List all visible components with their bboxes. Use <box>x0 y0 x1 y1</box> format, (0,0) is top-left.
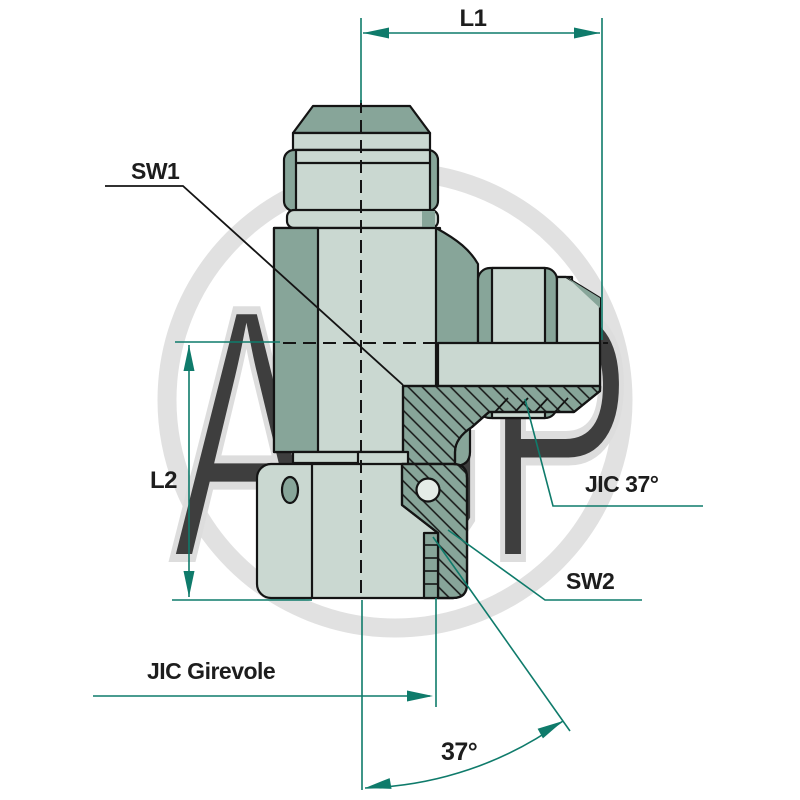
leader-sw1 <box>105 185 404 386</box>
washer-band <box>291 450 362 465</box>
label-angle-37: 37° <box>441 738 477 766</box>
label-jic-37: JIC 37° <box>585 471 659 497</box>
label-l1: L1 <box>459 5 486 32</box>
label-sw2: SW2 <box>566 568 614 594</box>
dim-jic-girevole <box>93 598 437 707</box>
arrowhead <box>537 721 563 739</box>
dimensions <box>93 18 703 790</box>
dim-angle-37 <box>361 536 571 790</box>
top-hex-face <box>294 148 432 213</box>
leader-jic37 <box>524 398 703 507</box>
dim-l2 <box>172 341 312 601</box>
swivel-nut <box>255 462 469 600</box>
leader-sw2 <box>447 529 642 601</box>
body-left-flat <box>272 226 320 454</box>
dimension-labels: L1 SW1 L2 JIC 37° SW2 JIC Girevole 37° <box>131 5 659 766</box>
arrowhead <box>365 778 392 789</box>
fitting-body <box>255 104 602 600</box>
arrowhead <box>363 27 389 39</box>
nut-flat-mark <box>280 475 300 505</box>
arrowhead <box>407 690 433 702</box>
label-jic-girevole: JIC Girevole <box>147 658 275 684</box>
dim-l1 <box>360 18 603 340</box>
arrowhead <box>183 571 195 597</box>
right-port-bore-section <box>436 341 602 390</box>
arrowhead <box>183 345 195 371</box>
nut-female-thread <box>422 531 440 600</box>
top-collar <box>285 208 440 230</box>
nut-thread-lines <box>424 544 438 585</box>
section-cut-hatch <box>401 384 602 468</box>
swivel-ball <box>415 477 441 503</box>
arrowhead <box>574 27 600 39</box>
top-collar-shade <box>422 211 435 227</box>
label-l2: L2 <box>150 467 177 494</box>
section-cut-elbow <box>401 384 602 468</box>
label-sw1: SW1 <box>131 158 180 184</box>
centerlines <box>283 100 608 598</box>
